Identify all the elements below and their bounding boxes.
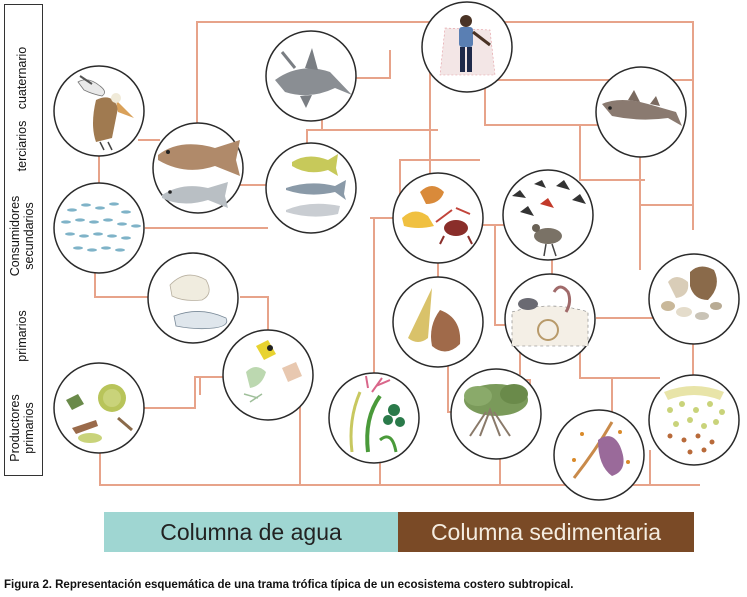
node-fish-school bbox=[54, 183, 144, 273]
node-burrowers bbox=[505, 274, 595, 364]
node-zooplankton-amphipod bbox=[148, 253, 238, 343]
node-crustaceans bbox=[393, 173, 483, 263]
node-bivalves bbox=[649, 254, 739, 344]
node-shark bbox=[266, 31, 356, 121]
node-seaweed bbox=[329, 373, 419, 463]
level-productores-primarios: Productores primarios bbox=[8, 378, 36, 478]
level-primarios: primarios bbox=[15, 310, 29, 361]
level-cuaternario: cuaternario bbox=[15, 47, 29, 110]
node-mangrove bbox=[451, 369, 541, 459]
node-benthic-algae bbox=[649, 375, 739, 465]
level-consumidores-secundarios: Consumidores secundarios bbox=[8, 176, 36, 296]
node-zooplankton bbox=[223, 330, 313, 420]
node-detritus bbox=[554, 410, 644, 500]
water-column-band: Columna de agua bbox=[104, 512, 398, 552]
node-small-fish bbox=[266, 143, 356, 233]
node-birds-top bbox=[54, 66, 144, 156]
node-big-fish bbox=[153, 123, 243, 213]
node-small-shark bbox=[596, 67, 686, 157]
sediment-column-band: Columna sedimentaria bbox=[398, 512, 694, 552]
node-human bbox=[422, 2, 512, 92]
node-shorebirds bbox=[503, 170, 593, 260]
figure-caption: Figura 2. Representación esquemática de … bbox=[4, 579, 573, 591]
level-terciarios: terciarios bbox=[15, 121, 29, 172]
node-gastropods bbox=[393, 277, 483, 367]
node-phytoplankton bbox=[54, 363, 144, 453]
